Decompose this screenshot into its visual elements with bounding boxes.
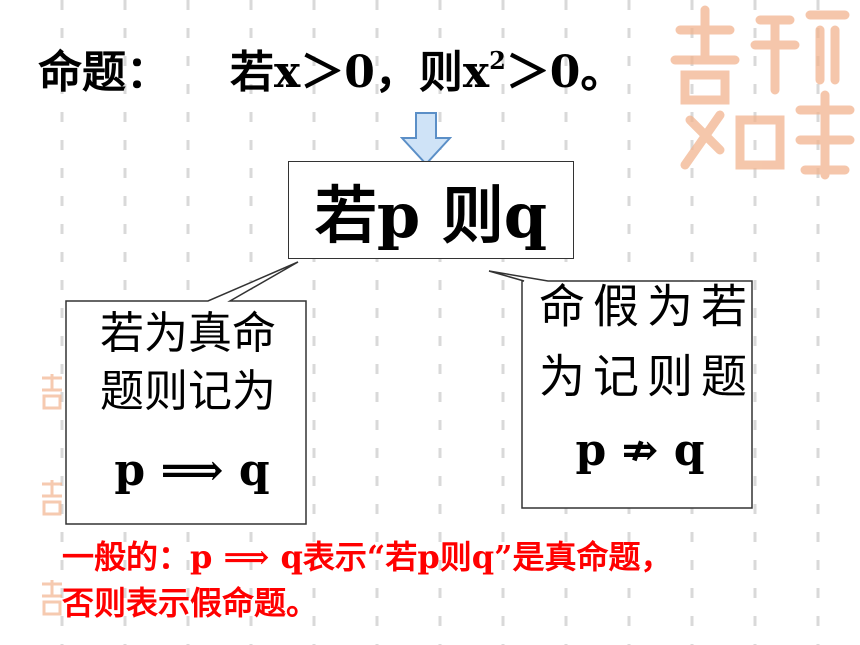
note-line2: 否则表示假命题。 [62,584,319,622]
seal-small-icon [42,480,62,516]
statement-text: 若x＞0，则x [230,47,490,98]
exponent: 2 [489,46,506,75]
right-callout-bubble [488,270,753,509]
left-callout-bubble [65,261,307,525]
seal-small-icon [42,580,62,616]
main-box-text: 若p 则q [314,179,548,252]
general-note: 一般的：p ⟹ q表示“若p则q”是真命题， 否则表示假命题。 [62,534,672,626]
right-callout-text: 若为假命 题则记为 [530,282,748,422]
main-proposition-box: 若p 则q [288,161,574,259]
proposition-title: 命题： 若x＞0，则x2＞0。 [38,36,624,100]
left-callout-line1: 若为真命 [100,308,276,359]
title-label: 命题： [38,47,170,98]
right-callout-col1: 若为假命 [532,282,748,328]
note-line1: 一般的：p ⟹ q表示“若p则q”是真命题， [62,538,673,576]
right-callout-col2: 题则记为 [532,352,748,398]
right-callout-formula: p ⇏ q [575,425,705,476]
statement-text-end: ＞0。 [505,47,625,98]
left-callout-formula: p ⟹ q [114,445,270,496]
seal-large-icon [670,5,855,180]
down-arrow-icon [400,112,452,166]
left-callout-text: 若为真命 题则记为 [76,305,300,421]
seal-small-icon [42,374,62,410]
left-callout-line2: 题则记为 [100,366,276,417]
